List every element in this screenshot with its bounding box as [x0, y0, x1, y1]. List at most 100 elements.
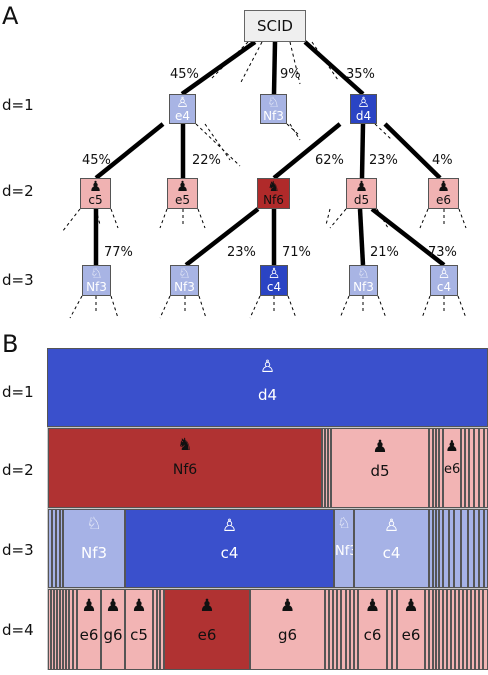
pawn-icon: ♟ — [437, 179, 450, 196]
tree-node-nf3: ♘ Nf3 — [260, 94, 287, 124]
minor-block — [469, 428, 474, 508]
edge-percent: 71% — [282, 245, 311, 260]
tree-edge-dashed — [286, 123, 301, 137]
tree-edge-dashed — [197, 208, 206, 229]
tree-node-c5: ♟ c5 — [80, 178, 111, 209]
minor-block — [153, 589, 157, 670]
minor-block — [51, 589, 54, 670]
minor-block — [479, 589, 483, 670]
tree-diagram — [61, 40, 467, 319]
tree-edge — [272, 122, 342, 180]
minor-block — [471, 589, 475, 670]
minor-block — [439, 589, 443, 670]
depth-label-a-3: d=3 — [2, 271, 34, 289]
edge-percent: 23% — [369, 153, 398, 168]
minor-block — [160, 589, 164, 670]
block-nf6: ♞ Nf6 — [48, 428, 322, 508]
tree-edge-dashed — [61, 208, 81, 233]
minor-block — [387, 589, 392, 670]
edge-percent: 23% — [227, 245, 256, 260]
minor-block — [479, 428, 484, 508]
edge-percent: 62% — [315, 153, 344, 168]
edge-percent: 45% — [82, 153, 111, 168]
tree-edge — [271, 41, 278, 95]
minor-block — [56, 509, 60, 588]
node-label: d4 — [355, 108, 372, 123]
tree-edge-dashed — [289, 41, 301, 85]
knight-icon: ♞ — [177, 435, 193, 455]
block-g6: ♟ g6 — [101, 589, 125, 670]
pawn-icon: ♙ — [176, 94, 189, 111]
minor-block — [341, 589, 346, 670]
tree-edge-dashed — [159, 208, 168, 229]
block-label: e6 — [401, 626, 421, 644]
tree-edge-dashed — [159, 295, 171, 319]
minor-block — [60, 589, 63, 670]
minor-block — [479, 509, 484, 588]
tree-edge-dashed — [457, 295, 467, 319]
tree-edge-dashed — [110, 295, 119, 319]
node-label: d5 — [353, 193, 370, 208]
minor-block — [439, 428, 443, 508]
minor-block — [433, 428, 436, 508]
tree-edge-dashed — [239, 41, 263, 85]
block-label: Nf6 — [172, 462, 198, 478]
pawn-icon: ♙ — [357, 94, 370, 111]
minor-block — [429, 428, 433, 508]
tree-edge-dashed — [198, 295, 207, 319]
minor-block — [474, 428, 479, 508]
block-label: c4 — [382, 544, 401, 562]
block-c6: ♟ c6 — [358, 589, 387, 670]
minor-block — [325, 589, 329, 670]
minor-block — [467, 589, 471, 670]
knight-icon: ♞ — [267, 179, 280, 196]
minor-block — [484, 509, 488, 588]
block-nf3: ♘ Nf3 — [63, 509, 125, 588]
block-label: Nf3 — [335, 544, 353, 559]
tree-node-nf3-b: ♘ Nf3 — [170, 265, 199, 296]
edge-percent: 4% — [432, 153, 453, 168]
tree-edge-dashed — [209, 41, 249, 81]
block-e6: ♟ e6 — [397, 589, 425, 670]
minor-block — [436, 589, 439, 670]
pawn-icon: ♟ — [105, 596, 121, 616]
node-label: e5 — [174, 193, 191, 208]
block-label: d5 — [370, 462, 390, 480]
minor-block — [66, 589, 69, 670]
minor-block — [443, 509, 449, 588]
minor-block — [455, 589, 459, 670]
tree-edge-dashed — [311, 41, 339, 81]
edge-percent: 9% — [280, 67, 301, 82]
tree-edge-dashed — [195, 123, 241, 167]
minor-block — [474, 509, 479, 588]
block-label: e6 — [444, 462, 461, 477]
tree-edge-dashed — [458, 208, 467, 229]
tree-edge-dashed — [377, 295, 387, 319]
minor-block — [454, 509, 461, 588]
minor-block — [439, 509, 443, 588]
knight-icon: ♘ — [90, 266, 103, 283]
tree-edge-dashed — [325, 208, 331, 226]
minor-block — [451, 589, 455, 670]
minor-block — [429, 589, 433, 670]
block-e6: ♟ e6 — [164, 589, 250, 670]
minor-block — [463, 589, 467, 670]
panel-b-letter: B — [2, 330, 19, 358]
block-c4: ♙ c4 — [354, 509, 429, 588]
minor-block — [57, 589, 60, 670]
depth-label-b-2: d=2 — [2, 461, 34, 479]
block-label: e6 — [197, 626, 217, 644]
tree-node-e4: ♙ e4 — [169, 94, 196, 124]
tree-node-e5: ♟ e5 — [167, 178, 198, 209]
tree-edge-dashed — [204, 123, 231, 161]
tree-edge-dashed — [339, 295, 350, 319]
minor-block — [475, 589, 479, 670]
tree-edge-dashed — [289, 123, 301, 141]
minor-block — [461, 509, 468, 588]
tree-edge — [180, 40, 257, 96]
icicle-chart: ♙ d4 ♞ Nf6 ♟ d5 ♟ e6 ♘ Nf3 ♙ c4 ♘ Nf3 — [47, 348, 488, 670]
pawn-icon: ♟ — [279, 596, 296, 616]
minor-block — [63, 589, 66, 670]
tree-edge-dashed — [329, 208, 347, 229]
minor-block — [328, 428, 331, 508]
